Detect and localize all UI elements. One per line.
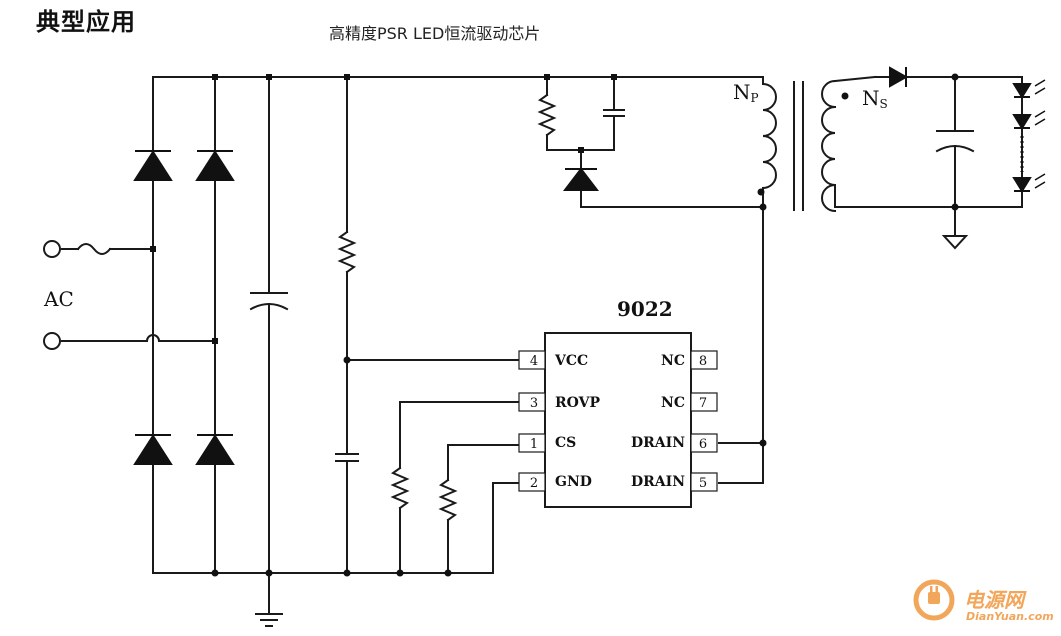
pin-name-nc-7: NC bbox=[661, 395, 685, 411]
led-3 bbox=[1012, 177, 1032, 193]
cs-resistor bbox=[438, 478, 458, 522]
bridge-diode-1 bbox=[133, 150, 173, 181]
startup-resistor bbox=[337, 230, 357, 274]
pin-num-7: 7 bbox=[699, 396, 707, 411]
snubber-resistor bbox=[537, 93, 557, 137]
chip-part-label: 9022 bbox=[617, 297, 673, 321]
pin-name-drain-5: DRAIN bbox=[631, 474, 685, 490]
pin-name-drain-6: DRAIN bbox=[631, 435, 685, 451]
page-heading: 典型应用 bbox=[36, 8, 136, 36]
watermark-logo-icon bbox=[913, 579, 955, 621]
pin-name-cs: CS bbox=[555, 435, 576, 451]
output-ground-symbol bbox=[941, 235, 969, 250]
pin-name-rovp: ROVP bbox=[555, 395, 600, 411]
bridge-diode-3 bbox=[133, 434, 173, 465]
primary-winding bbox=[761, 82, 777, 190]
bridge-diode-2 bbox=[195, 150, 235, 181]
pin-num-5: 5 bbox=[699, 476, 707, 491]
diagram-subtitle: 高精度PSR LED恒流驱动芯片 bbox=[329, 24, 541, 43]
fuse-symbol bbox=[76, 243, 112, 255]
pin-num-4: 4 bbox=[530, 354, 538, 369]
primary-dot bbox=[757, 188, 765, 196]
pin-name-vcc: VCC bbox=[554, 353, 588, 369]
led-2 bbox=[1012, 114, 1032, 130]
output-diode bbox=[889, 66, 909, 88]
junction-dots bbox=[150, 73, 959, 577]
chip-body bbox=[544, 332, 692, 508]
pin-num-2: 2 bbox=[530, 476, 538, 491]
ac-label: AC bbox=[43, 287, 74, 311]
pin-name-nc-8: NC bbox=[661, 353, 685, 369]
pin-num-1: 1 bbox=[530, 437, 538, 452]
pin-name-gnd: GND bbox=[555, 474, 592, 490]
watermark-url: DianYuan.com bbox=[966, 610, 1054, 623]
secondary-dot bbox=[841, 92, 849, 100]
rovp-resistor bbox=[390, 466, 410, 510]
led-emission-arrows bbox=[1034, 79, 1046, 189]
bridge-diode-4 bbox=[195, 434, 235, 465]
ac-terminal-1 bbox=[43, 240, 61, 258]
led-1 bbox=[1012, 83, 1032, 99]
pin-num-6: 6 bbox=[699, 437, 707, 452]
watermark-text: 电源网 bbox=[964, 588, 1024, 612]
ac-terminal-2 bbox=[43, 332, 61, 350]
primary-label: NP bbox=[733, 80, 759, 105]
secondary-winding bbox=[821, 79, 837, 213]
pin-num-3: 3 bbox=[530, 396, 538, 411]
secondary-label: NS bbox=[862, 86, 888, 111]
pin-num-8: 8 bbox=[699, 354, 707, 369]
snubber-diode bbox=[562, 167, 600, 191]
